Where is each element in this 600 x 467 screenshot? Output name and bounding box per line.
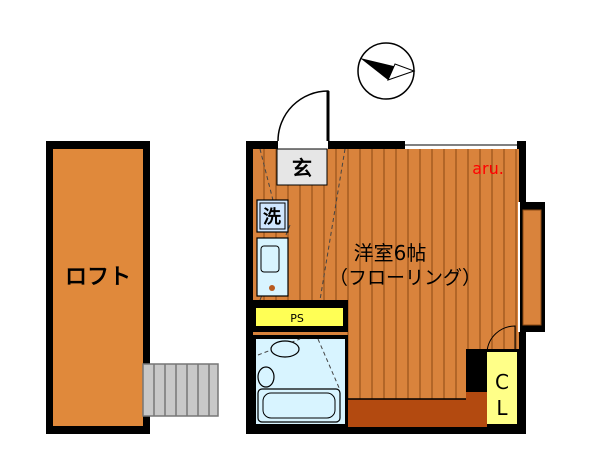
toilet-icon [257, 366, 275, 388]
closet-label-c: C [495, 370, 509, 394]
closet-label-l: L [496, 396, 508, 420]
stove-icon [269, 285, 275, 291]
washbasin-icon [270, 340, 300, 358]
unit-main: 玄 洗 PS [246, 90, 545, 434]
north-arrow-icon [357, 42, 416, 100]
loft-area: ロフト [46, 141, 150, 434]
genkan [276, 148, 328, 186]
pipe-space [256, 308, 343, 326]
genkan-label: 玄 [292, 156, 312, 180]
sink-icon [260, 245, 280, 273]
storage-strip [348, 399, 466, 427]
entrance-opening [278, 141, 328, 149]
closet-door-swing [486, 325, 516, 353]
entrance-door-swing [277, 90, 329, 142]
loft-label: ロフト [65, 265, 131, 290]
watermark-text: aru. [472, 159, 504, 178]
closet [487, 352, 517, 424]
loft-floor [53, 149, 143, 426]
main-room-label: 洋室6帖 [354, 241, 427, 265]
main-room-sublabel: （フローリング） [329, 267, 481, 289]
washer-label: 洗 [263, 206, 281, 228]
loft-stairs [142, 363, 219, 417]
pipe-space-label: PS [290, 312, 304, 325]
